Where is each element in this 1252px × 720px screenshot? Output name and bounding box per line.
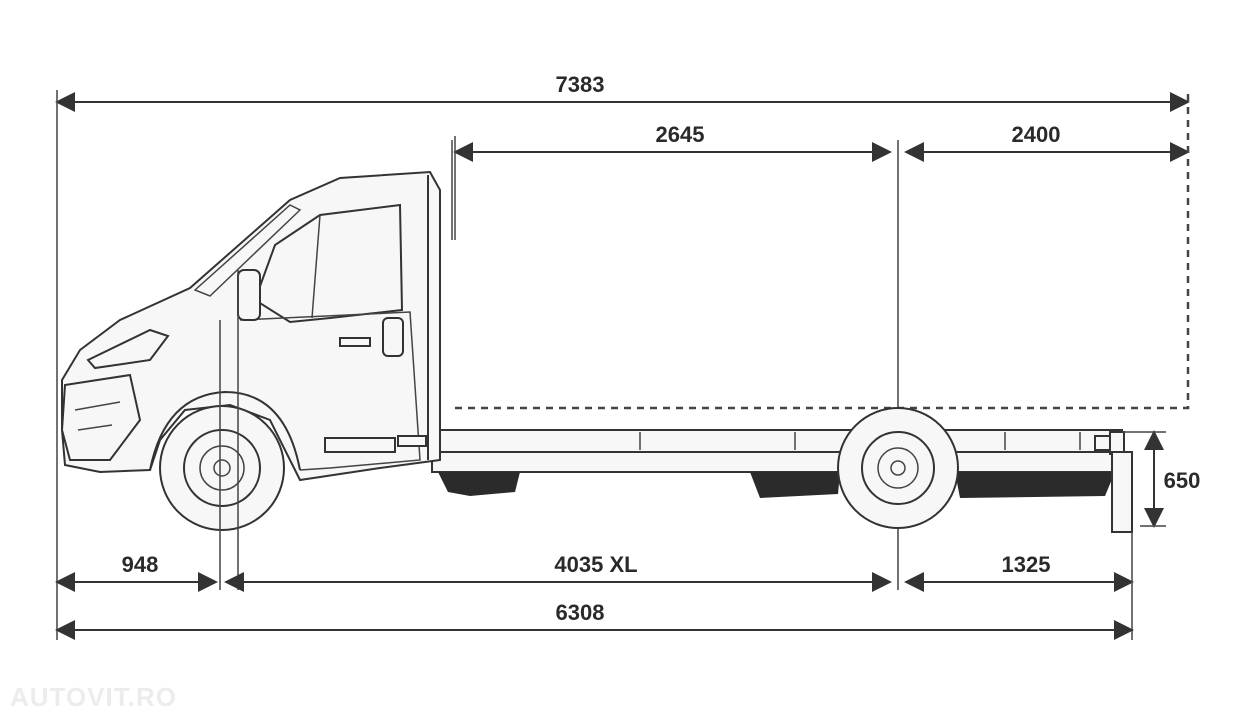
truck-cab xyxy=(60,140,453,482)
height-650-dimension: 650 xyxy=(1122,430,1201,528)
front-overhang-label: 948 xyxy=(122,552,159,577)
rear-overhang-dimension: 1325 xyxy=(904,532,1134,640)
height-650-label: 650 xyxy=(1164,468,1201,493)
wheelbase-dimension: 4035 XL xyxy=(224,552,892,592)
rear-wheel xyxy=(837,407,959,529)
body-rear-dimension: 2400 xyxy=(897,122,1190,590)
overall-length-dimension: 7383 xyxy=(55,72,1190,640)
body-rear-label: 2400 xyxy=(1012,122,1061,147)
watermark: AUTOVIT.RO xyxy=(10,682,177,712)
chassis-length-label: 6308 xyxy=(556,600,605,625)
body-front-dimension: 2645 xyxy=(453,122,892,240)
rear-overhang-label: 1325 xyxy=(1002,552,1051,577)
chassis-length-dimension: 6308 xyxy=(55,600,1134,640)
wheelbase-label: 4035 XL xyxy=(554,552,637,577)
cargo-body-outline xyxy=(455,92,1190,410)
chassis-frame xyxy=(431,429,1133,533)
front-overhang-dimension: 948 xyxy=(55,552,218,592)
overall-length-label: 7383 xyxy=(556,72,605,97)
front-wheel xyxy=(159,405,285,531)
body-front-label: 2645 xyxy=(656,122,705,147)
